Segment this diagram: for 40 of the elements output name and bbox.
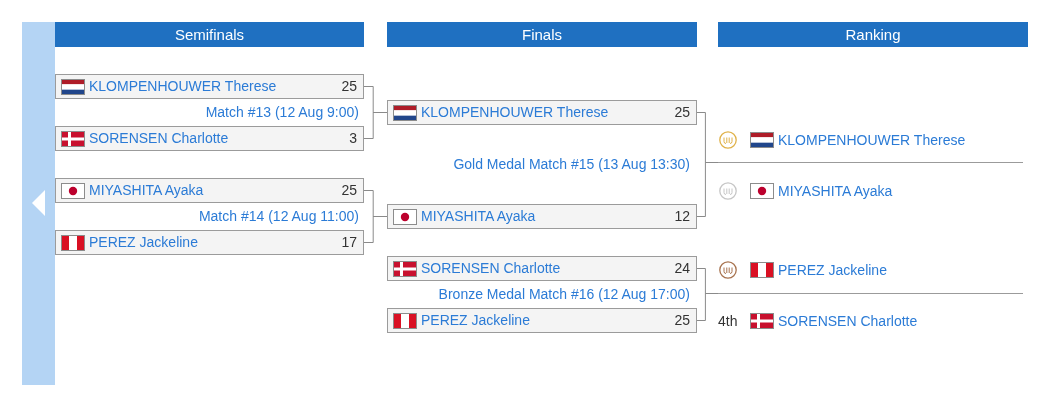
player-row — [55, 178, 364, 203]
player-name: MIYASHITA Ayaka — [778, 182, 893, 200]
player-name: KLOMPENHOUWER Therese — [89, 78, 277, 95]
score: 3 — [349, 130, 357, 147]
player-name: PEREZ Jackeline — [778, 261, 887, 279]
bracket-line — [696, 162, 719, 217]
score: 24 — [674, 260, 690, 277]
player-name: PEREZ Jackeline — [89, 234, 198, 251]
player-name: KLOMPENHOUWER Therese — [421, 104, 609, 121]
score: 25 — [341, 78, 357, 95]
bracket-line — [363, 216, 388, 243]
score: 25 — [674, 312, 690, 329]
player-row — [55, 126, 364, 151]
match-label: Bronze Medal Match #16 (12 Aug 17:00) — [438, 285, 690, 303]
player-row — [55, 74, 364, 99]
player-name: SORENSEN Charlotte — [778, 312, 918, 330]
score: 25 — [674, 104, 690, 121]
score: 25 — [341, 182, 357, 199]
player-name: MIYASHITA Ayaka — [89, 182, 204, 199]
player-name: SORENSEN Charlotte — [421, 260, 561, 277]
place-label: 4th — [718, 312, 738, 330]
score: 17 — [341, 234, 357, 251]
player-row — [387, 256, 697, 281]
bracket-line — [363, 112, 388, 139]
bracket-line — [696, 293, 719, 321]
player-row — [387, 100, 697, 125]
column-header: Finals — [387, 22, 697, 47]
player-name: KLOMPENHOUWER Therese — [778, 131, 966, 149]
player-row — [387, 308, 697, 333]
player-name: MIYASHITA Ayaka — [421, 208, 536, 225]
score: 12 — [674, 208, 690, 225]
match-label: Match #14 (12 Aug 11:00) — [198, 207, 359, 225]
match-label: Gold Medal Match #15 (13 Aug 13:30) — [453, 155, 690, 173]
player-row — [387, 204, 697, 229]
player-name: SORENSEN Charlotte — [89, 130, 229, 147]
column-header: Ranking — [718, 22, 1028, 47]
player-name: PEREZ Jackeline — [421, 312, 530, 329]
column-header: Semifinals — [55, 22, 364, 47]
match-label: Match #13 (12 Aug 9:00) — [205, 103, 359, 121]
player-row — [55, 230, 364, 255]
